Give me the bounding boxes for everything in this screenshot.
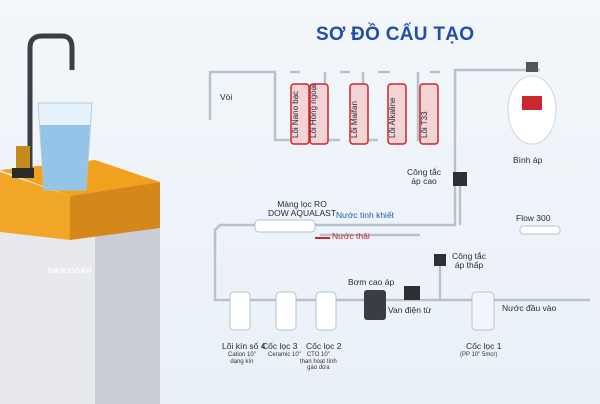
cup-name-3: Cốc lọc 3 <box>262 341 298 351</box>
pressure-tank <box>507 62 557 145</box>
top-cores <box>290 83 439 145</box>
label-waste-water: Nước thải <box>332 231 370 241</box>
cup-name-1: Cốc lọc 1 <box>466 341 502 351</box>
label-booster-pump: Bơm cao áp <box>348 277 395 287</box>
cup-detail-2: CTO 10" than hoạt tính gáo dừa <box>300 352 337 372</box>
label-water-inlet: Nước đầu vào <box>502 303 557 313</box>
label-solenoid-valve: Van điện từ <box>388 305 432 315</box>
label-flow: Flow 300 <box>516 213 551 223</box>
label-high-pressure-switch: Công tắc áp cao <box>407 167 442 187</box>
core-label-4: Lõi Alkaline <box>388 97 397 138</box>
core-label-3: Lõi Maifan <box>350 101 359 138</box>
label-ro-membrane: Màng lọc RO DOW AQUALAST <box>268 199 337 219</box>
booster-pump-graphic <box>364 290 386 320</box>
purifier-cabinet <box>0 160 160 404</box>
ro-membrane-graphic <box>254 219 316 233</box>
label-pressure-tank: Bình áp <box>513 155 543 165</box>
brand-logo-text: DAIKIOSAN <box>48 268 92 275</box>
cup-detail-3: Ceramic 10" <box>268 352 301 358</box>
faucet-graphic <box>12 33 75 178</box>
cup-name-4: Lõi kín số 4 <box>222 341 266 351</box>
label-pure-water: Nước tinh khiết <box>336 210 395 220</box>
label-low-pressure-switch: Công tắc áp thấp <box>452 251 487 271</box>
flow-restrictor-graphic <box>519 225 561 235</box>
core-label-2: Lõi Hồng ngoại <box>309 84 318 138</box>
low-pressure-switch-graphic <box>434 254 446 266</box>
glass-graphic <box>37 102 93 191</box>
core-label-1: Lõi Nano bạc <box>291 90 300 138</box>
solenoid-valve-graphic <box>404 286 420 300</box>
cup-name-2: Cốc lọc 2 <box>306 341 342 351</box>
cup-detail-1: (PP 10" 5mcr) <box>460 352 498 358</box>
label-faucet: Vòi <box>220 92 233 102</box>
high-pressure-switch-graphic <box>453 172 467 186</box>
core-label-5: Lõi T33 <box>420 111 429 138</box>
cup-detail-4: Cation 10" dạng kín <box>228 352 256 365</box>
diagram-title: SƠ ĐỒ CẤU TẠO <box>316 24 475 45</box>
bottom-cups <box>229 291 495 331</box>
